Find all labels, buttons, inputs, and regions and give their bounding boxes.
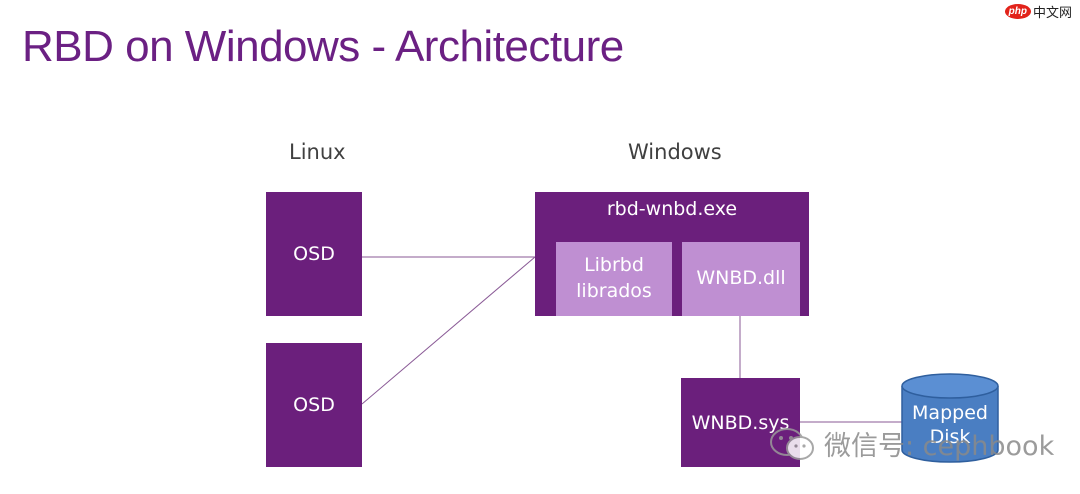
disk-label-line1: Mapped: [912, 402, 988, 424]
librbd-label: Librbd: [584, 254, 644, 277]
wnbd-dll-box: WNBD.dll: [682, 242, 800, 316]
wechat-watermark: 微信号: cephbook: [768, 424, 1054, 463]
osd-label-1: OSD: [293, 243, 335, 265]
page-title: RBD on Windows - Architecture: [22, 22, 624, 71]
wnbd-dll-label: WNBD.dll: [696, 267, 786, 290]
rbd-wnbd-exe-box: rbd-wnbd.exe Librbd librados WNBD.dll: [535, 192, 809, 316]
osd-box-1: OSD: [266, 192, 362, 316]
wnbd-sys-label: WNBD.sys: [691, 411, 790, 434]
mapped-disk-cylinder: [901, 373, 999, 463]
osd-box-2: OSD: [266, 343, 362, 467]
osd2-to-exe-line: [361, 256, 536, 405]
exe-title: rbd-wnbd.exe: [606, 198, 738, 220]
mapped-disk-label: Mapped Disk: [902, 402, 998, 450]
librbd-box: Librbd librados: [556, 242, 672, 316]
logo-text: 中文网: [1032, 6, 1072, 21]
site-logo: php 中文网: [1004, 2, 1072, 21]
osd-label-2: OSD: [293, 394, 335, 416]
librados-label: librados: [576, 280, 652, 302]
wechat-icon: [770, 427, 814, 460]
logo-badge: php: [1004, 4, 1031, 19]
windows-label: Windows: [628, 140, 722, 164]
linux-label: Linux: [289, 140, 346, 164]
watermark-text: 微信号: cephbook: [824, 431, 1055, 462]
disk-label-line2: Disk: [929, 425, 971, 448]
wnbd-sys-box: WNBD.sys: [681, 378, 800, 467]
